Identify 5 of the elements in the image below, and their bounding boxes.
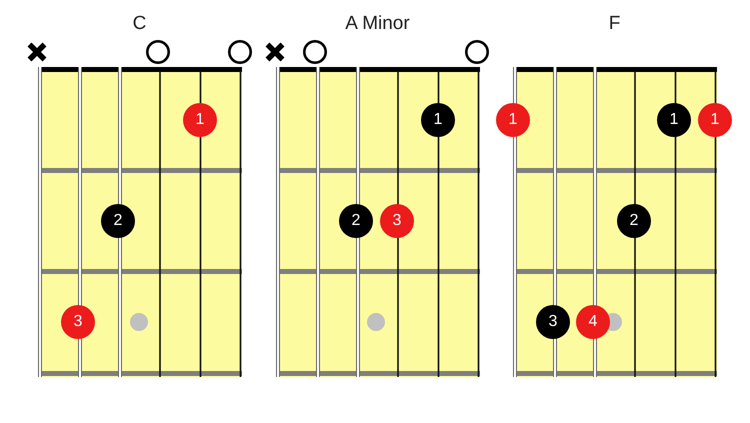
finger-dot: 1 bbox=[698, 103, 732, 137]
finger-dot: 1 bbox=[496, 103, 530, 137]
chord-name: C bbox=[132, 13, 146, 35]
chord-name: F bbox=[608, 13, 620, 35]
chord-name: A Minor bbox=[345, 13, 410, 35]
